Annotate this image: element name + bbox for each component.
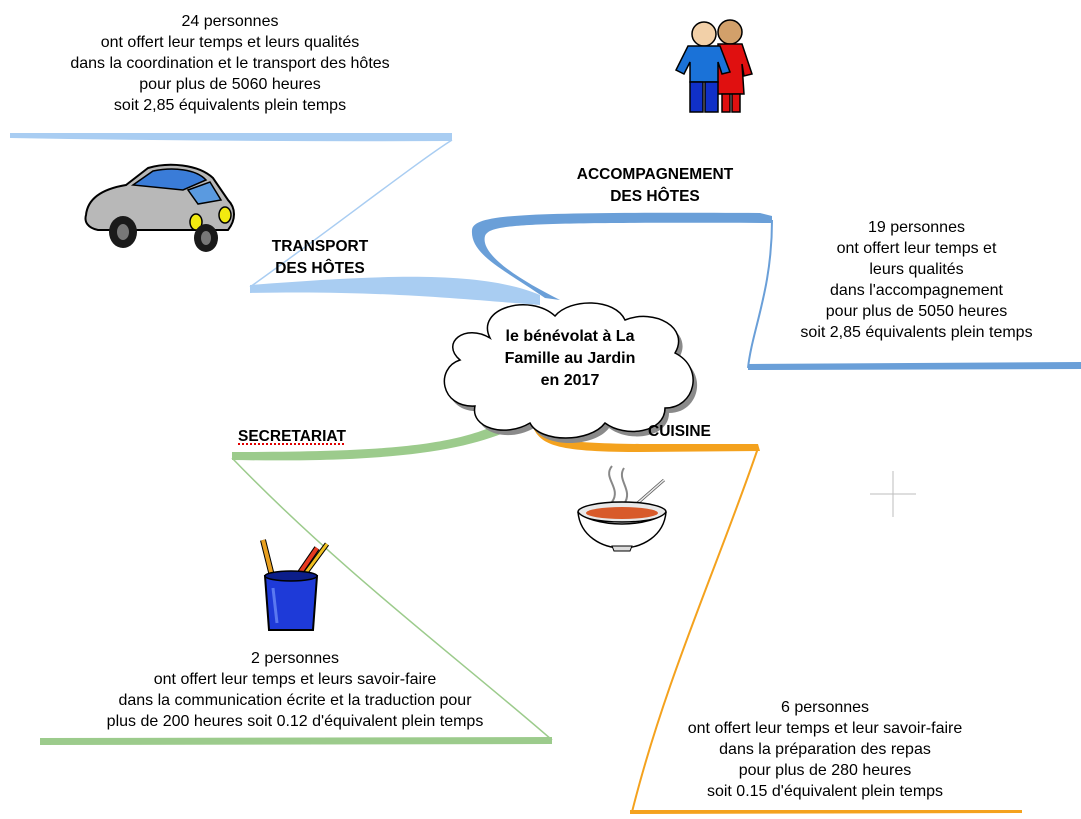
accompagnement-label-line: ACCOMPAGNEMENT bbox=[576, 166, 734, 183]
secretariat-connector bbox=[231, 457, 553, 741]
central-topic-line: en 2017 bbox=[540, 372, 600, 389]
secretariat-branch bbox=[232, 412, 530, 461]
secretariat-description[interactable]: 2 personnes ont offert leur temps et leu… bbox=[30, 648, 560, 732]
description-line: plus de 200 heures soit 0.12 d'équivalen… bbox=[106, 713, 484, 730]
cloud-shape bbox=[443, 302, 698, 443]
pencil-cup-icon bbox=[260, 539, 330, 631]
cuisine-connector bbox=[631, 447, 759, 813]
central-topic-line: le bénévolat à La bbox=[505, 328, 635, 345]
car-icon bbox=[84, 163, 235, 252]
description-line: 6 personnes bbox=[780, 699, 870, 716]
description-line: ont offert leur temps et leurs qualités bbox=[100, 34, 360, 51]
accompagnement-label[interactable]: ACCOMPAGNEMENT DES HÔTES bbox=[540, 164, 770, 208]
cuisine-description[interactable]: 6 personnes ont offert leur temps et leu… bbox=[625, 697, 1025, 802]
secretariat-label-line: SECRETARIAT bbox=[238, 428, 346, 445]
transport-label[interactable]: TRANSPORT DES HÔTES bbox=[250, 236, 390, 280]
description-line: 19 personnes bbox=[868, 219, 965, 236]
description-line: soit 2,85 équivalents plein temps bbox=[800, 324, 1033, 341]
accompagnement-branch bbox=[471, 212, 772, 300]
description-line: dans la communication écrite et la tradu… bbox=[118, 692, 472, 709]
description-line: ont offert leur temps et leurs savoir-fa… bbox=[153, 671, 437, 688]
central-topic[interactable]: le bénévolat à La Famille au Jardin en 2… bbox=[470, 326, 670, 392]
description-line: pour plus de 5050 heures bbox=[825, 303, 1008, 320]
transport-underline bbox=[10, 133, 452, 142]
description-line: pour plus de 5060 heures bbox=[139, 76, 321, 93]
transport-label-line: DES HÔTES bbox=[275, 260, 365, 277]
transport-branch bbox=[250, 276, 540, 305]
cuisine-underline bbox=[630, 810, 1022, 814]
description-line: ont offert leur temps et bbox=[836, 240, 997, 257]
description-line: dans la préparation des repas bbox=[719, 741, 931, 758]
transport-connector bbox=[249, 139, 453, 288]
cuisine-label-line: CUISINE bbox=[648, 423, 711, 440]
description-line: dans la coordination et le transport des… bbox=[70, 55, 390, 72]
people-icon bbox=[674, 19, 753, 113]
description-line: pour plus de 280 heures bbox=[738, 762, 912, 779]
secretariat-label[interactable]: SECRETARIAT bbox=[238, 426, 346, 448]
cuisine-label[interactable]: CUISINE bbox=[648, 421, 711, 443]
description-line: 2 personnes bbox=[250, 650, 340, 667]
description-line: soit 2,85 équivalents plein temps bbox=[113, 97, 347, 114]
central-topic-line: Famille au Jardin bbox=[504, 350, 636, 367]
crosshair-icon bbox=[870, 471, 916, 517]
transport-description[interactable]: 24 personnes ont offert leur temps et le… bbox=[0, 11, 460, 116]
description-line: ont offert leur temps et leur savoir-fai… bbox=[687, 720, 963, 737]
cuisine-branch bbox=[532, 420, 760, 452]
description-line: dans l'accompagnement bbox=[830, 282, 1003, 299]
secretariat-underline bbox=[40, 737, 552, 745]
description-line: leurs qualités bbox=[869, 261, 964, 278]
accompagnement-description[interactable]: 19 personnes ont offert leur temps et le… bbox=[752, 217, 1081, 343]
description-line: 24 personnes bbox=[181, 13, 279, 30]
description-line: soit 0.15 d'équivalent plein temps bbox=[706, 783, 944, 800]
transport-label-line: TRANSPORT bbox=[271, 238, 369, 255]
soup-bowl-icon bbox=[577, 465, 667, 552]
accompagnement-underline bbox=[748, 362, 1081, 370]
accompagnement-connector bbox=[747, 219, 773, 369]
accompagnement-label-line: DES HÔTES bbox=[610, 188, 700, 205]
